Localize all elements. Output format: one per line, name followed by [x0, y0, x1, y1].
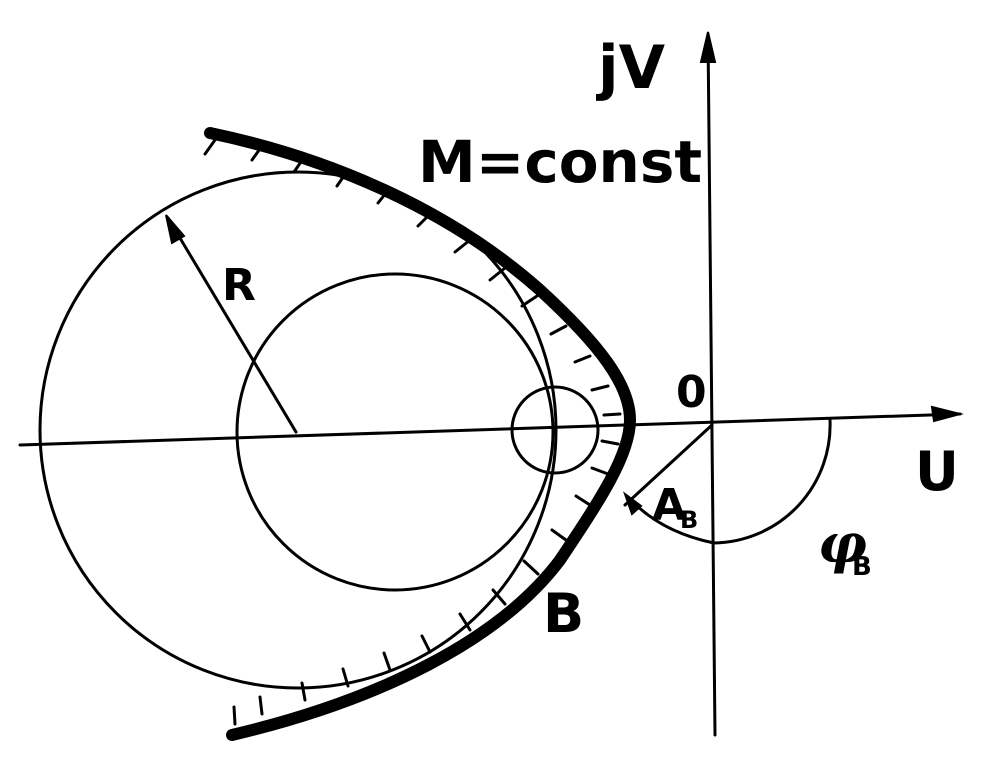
angle-phi-label: φ B: [818, 511, 872, 582]
angle-phi-main: φ: [818, 511, 867, 575]
imaginary-axis-arrowhead: [699, 31, 717, 63]
angle-arc-phi: [712, 418, 832, 545]
origin-label: 0: [676, 367, 707, 418]
real-axis-label: U: [915, 440, 959, 503]
small-circle: [510, 385, 600, 475]
radius-label: R: [222, 260, 256, 311]
angle-a-main: A: [652, 480, 686, 531]
angle-a-label: A B: [652, 480, 698, 534]
large-circle: [38, 170, 558, 690]
m-const-curve: [204, 127, 636, 741]
real-axis-arrowhead: [930, 405, 964, 423]
point-b-label: B: [543, 582, 584, 645]
real-axis: [18, 405, 964, 447]
tangent-line: [623, 423, 714, 507]
imaginary-axis-label: jV: [596, 33, 666, 103]
curve-hatching: [203, 138, 622, 726]
angle-a-subscript: B: [680, 506, 698, 534]
radius-line: [165, 214, 298, 434]
medium-circle: [235, 272, 555, 592]
imaginary-axis: [699, 31, 717, 737]
angle-arc-a-arrowhead: [622, 491, 643, 516]
angle-phi-subscript: B: [852, 552, 872, 582]
radius-arrowhead: [165, 214, 186, 245]
m-const-label: M=const: [418, 128, 702, 196]
